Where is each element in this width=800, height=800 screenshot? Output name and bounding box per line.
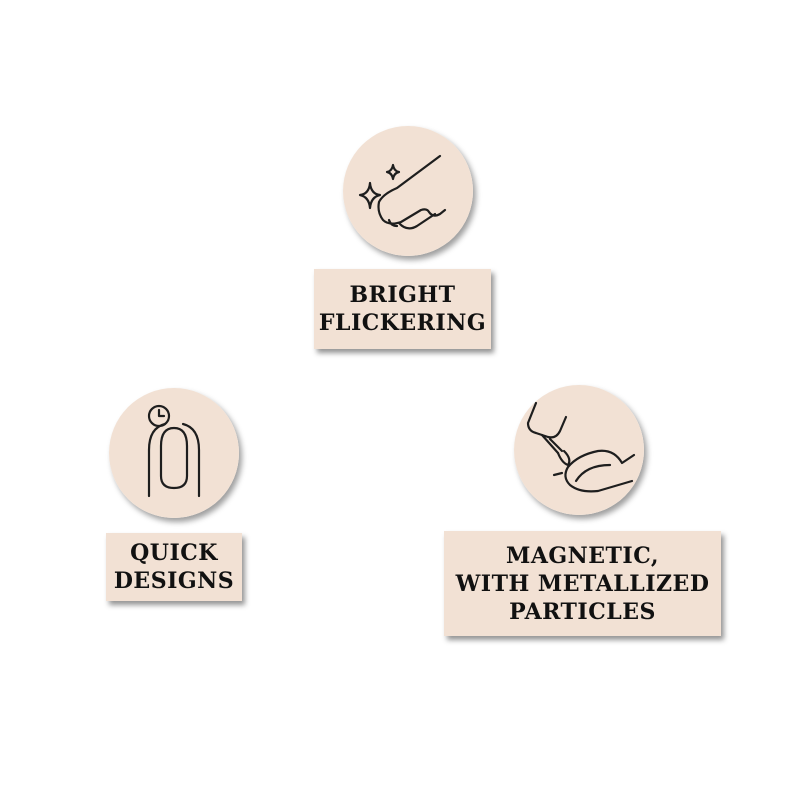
feature-label-box: QUICK DESIGNS bbox=[106, 533, 242, 601]
feature-label: MAGNETIC, WITH METALLIZED PARTICLES bbox=[455, 542, 710, 625]
clock-nail-icon bbox=[109, 388, 239, 518]
brush-nail-icon bbox=[514, 385, 644, 515]
feature-label-box: MAGNETIC, WITH METALLIZED PARTICLES bbox=[444, 531, 721, 636]
feature-label-box: BRIGHT FLICKERING bbox=[314, 269, 491, 349]
feature-label: BRIGHT FLICKERING bbox=[318, 282, 487, 336]
sparkle-nail-icon bbox=[343, 126, 473, 256]
feature-label: QUICK DESIGNS bbox=[113, 540, 235, 594]
